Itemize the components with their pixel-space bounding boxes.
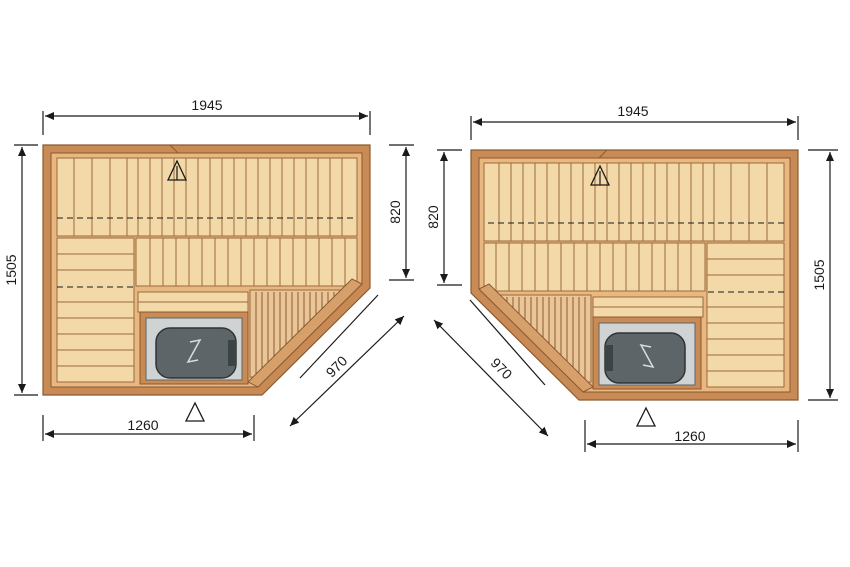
sauna-heater-icon [592,316,702,390]
triangle-door-icon [184,401,206,422]
upper-bench-slats [498,163,768,241]
dimension-label-top-width: 1945 [617,103,648,119]
dimension-label-right-height: 820 [387,200,403,224]
middle-bench-slats [149,238,346,286]
dimension-label-diagonal: 970 [323,352,351,380]
dimension-label-top-width: 1945 [191,97,222,113]
triangle-door-icon [635,406,657,427]
dimensions-left [14,111,414,441]
middle-bench [135,237,358,287]
side-bench [706,242,785,388]
sauna-heater-icon [139,311,249,385]
dimension-label-bottom-width: 1260 [674,428,705,444]
sauna-plan-right [470,149,799,427]
upper-bench [483,162,785,242]
dimension-label-right-height: 1505 [811,259,827,290]
side-bench-slats [57,253,134,367]
middle-bench-slats [495,243,692,291]
sauna-plan-left [42,144,371,422]
middle-bench [483,242,706,292]
dimension-label-left-height: 1505 [3,254,19,285]
side-bench [56,237,135,383]
side-bench-slats [707,258,784,372]
dimension-label-bottom-width: 1260 [127,417,158,433]
upper-bench [56,157,358,237]
dimension-label-left-height: 820 [425,205,441,229]
upper-bench-slats [73,158,343,236]
dimensions-right [433,116,838,452]
